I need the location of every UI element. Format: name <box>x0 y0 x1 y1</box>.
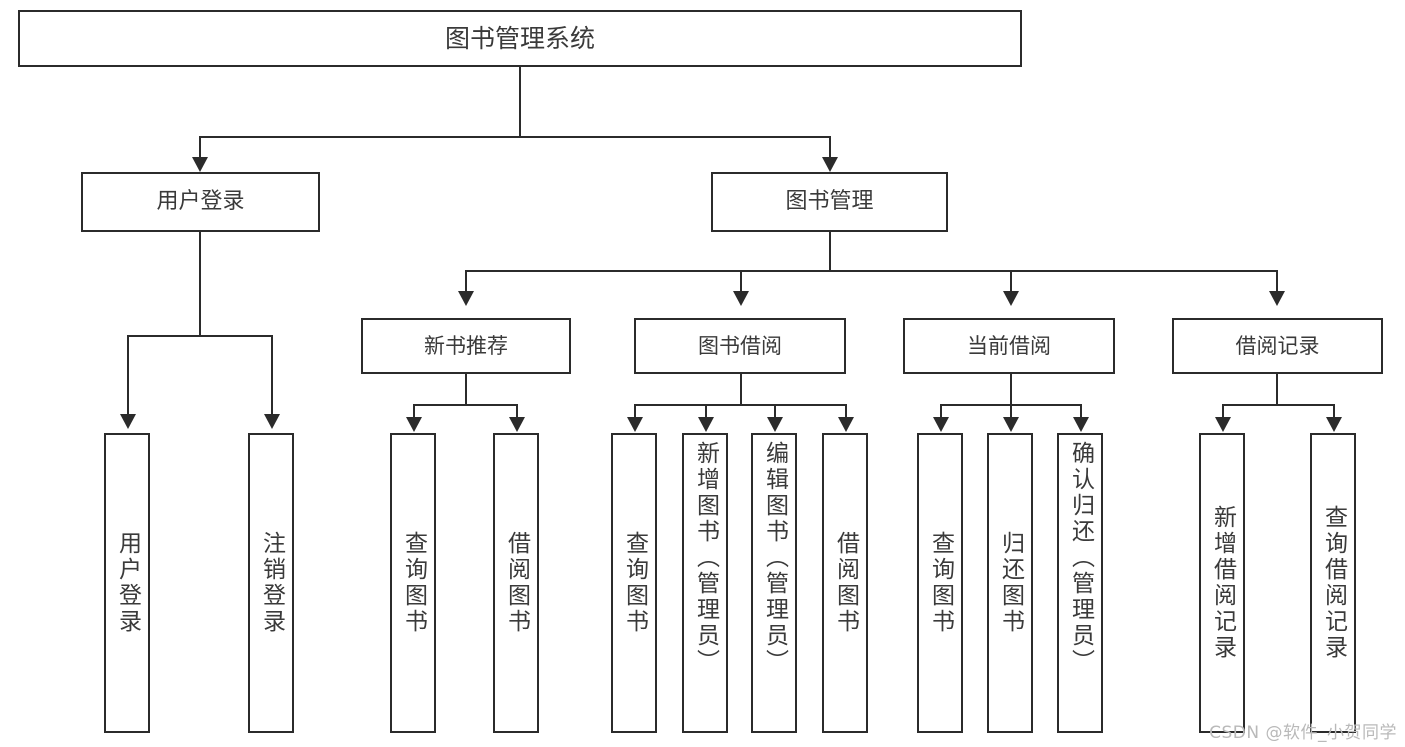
connector-root-stem <box>519 67 521 137</box>
arrow-to-borrow-records <box>1269 291 1285 306</box>
arrow-currentborrow-leaf-2 <box>1003 417 1019 432</box>
arrow-bookborrow-leaf-3 <box>767 417 783 432</box>
arrow-to-leaf-user-login <box>120 414 136 429</box>
arrow-newbook-leaf-2 <box>509 417 525 432</box>
node-current-borrow[interactable]: 当前借阅 <box>903 318 1115 374</box>
connector-root-to-l1-left <box>199 136 201 158</box>
node-new-book-recommend[interactable]: 新书推荐 <box>361 318 571 374</box>
arrow-currentborrow-leaf-3 <box>1073 417 1089 432</box>
node-label: 新增借阅记录 <box>1209 505 1236 661</box>
connector-bookborrow-drop-2 <box>705 404 707 418</box>
node-label: 当前借阅 <box>967 333 1051 358</box>
connector-bookborrow-drop-3 <box>774 404 776 418</box>
node-user-login[interactable]: 用户登录 <box>81 172 320 232</box>
connector-l2-drop-1 <box>465 270 467 292</box>
connector-user-login-drop-right <box>271 335 273 415</box>
leaf-query-borrow-record[interactable]: 查询借阅记录 <box>1310 433 1356 733</box>
connector-root-bus <box>199 136 831 138</box>
leaf-query-books-recommend[interactable]: 查询图书 <box>390 433 436 733</box>
leaf-user-login[interactable]: 用户登录 <box>104 433 150 733</box>
arrow-newbook-leaf-1 <box>406 417 422 432</box>
node-label: 借阅记录 <box>1235 333 1320 358</box>
connector-currentborrow-drop-2 <box>1010 404 1012 418</box>
arrow-borrowrecords-leaf-2 <box>1326 417 1342 432</box>
arrow-currentborrow-leaf-1 <box>933 417 949 432</box>
arrow-to-book-borrow <box>733 291 749 306</box>
connector-newbook-stem <box>465 374 467 405</box>
arrow-to-user-login <box>192 157 208 172</box>
leaf-query-books-borrow[interactable]: 查询图书 <box>611 433 657 733</box>
watermark-text: CSDN @软件_小贺同学 <box>1209 723 1397 743</box>
node-label: 图书借阅 <box>698 333 782 358</box>
leaf-edit-book-admin[interactable]: 编辑图书（管理员） <box>751 433 797 733</box>
node-borrow-records[interactable]: 借阅记录 <box>1172 318 1383 374</box>
leaf-query-books-current[interactable]: 查询图书 <box>917 433 963 733</box>
connector-bookborrow-stem <box>740 374 742 405</box>
arrow-bookborrow-leaf-4 <box>838 417 854 432</box>
node-label: 查询图书 <box>621 531 648 635</box>
connector-currentborrow-drop-1 <box>940 404 942 418</box>
leaf-add-borrow-record[interactable]: 新增借阅记录 <box>1199 433 1245 733</box>
connector-borrowrecords-bus <box>1222 404 1335 406</box>
connector-user-login-stem <box>199 232 201 336</box>
connector-bookborrow-bus <box>634 404 847 406</box>
node-label: 图书管理系统 <box>444 23 595 53</box>
connector-borrowrecords-stem <box>1276 374 1278 405</box>
connector-borrowrecords-drop-2 <box>1333 404 1335 418</box>
connector-l2-drop-4 <box>1276 270 1278 292</box>
arrow-borrowrecords-leaf-1 <box>1215 417 1231 432</box>
node-book-management[interactable]: 图书管理 <box>711 172 948 232</box>
node-label: 借阅图书 <box>503 531 530 635</box>
connector-borrowrecords-drop-1 <box>1222 404 1224 418</box>
arrow-to-book-management <box>822 157 838 172</box>
arrow-to-new-book-recommend <box>458 291 474 306</box>
connector-l2-drop-3 <box>1010 270 1012 292</box>
connector-currentborrow-drop-3 <box>1080 404 1082 418</box>
node-label: 用户登录 <box>156 189 245 215</box>
leaf-logout[interactable]: 注销登录 <box>248 433 294 733</box>
node-label: 借阅图书 <box>832 531 859 635</box>
node-label: 用户登录 <box>114 531 141 635</box>
node-label: 归还图书 <box>997 531 1024 635</box>
connector-bookborrow-drop-1 <box>634 404 636 418</box>
node-label: 注销登录 <box>258 531 285 635</box>
connector-root-to-l1-right <box>829 136 831 158</box>
leaf-borrow-books-recommend[interactable]: 借阅图书 <box>493 433 539 733</box>
connector-l2-drop-2 <box>740 270 742 292</box>
arrow-bookborrow-leaf-2 <box>698 417 714 432</box>
connector-book-mgmt-stem <box>829 232 831 271</box>
node-root-system[interactable]: 图书管理系统 <box>18 10 1022 67</box>
leaf-add-book-admin[interactable]: 新增图书（管理员） <box>682 433 728 733</box>
node-label: 新增图书（管理员） <box>692 441 719 675</box>
node-book-borrow[interactable]: 图书借阅 <box>634 318 846 374</box>
node-label: 查询图书 <box>400 531 427 635</box>
connector-user-login-drop-left <box>127 335 129 415</box>
connector-bookborrow-drop-4 <box>845 404 847 418</box>
arrow-bookborrow-leaf-1 <box>627 417 643 432</box>
connector-currentborrow-stem <box>1010 374 1012 405</box>
connector-newbook-drop-1 <box>413 404 415 418</box>
leaf-return-books[interactable]: 归还图书 <box>987 433 1033 733</box>
connector-newbook-bus <box>413 404 518 406</box>
leaf-confirm-return-admin[interactable]: 确认归还（管理员） <box>1057 433 1103 733</box>
arrow-to-leaf-logout <box>264 414 280 429</box>
connector-newbook-drop-2 <box>516 404 518 418</box>
node-label: 确认归还（管理员） <box>1067 441 1094 675</box>
node-label: 查询借阅记录 <box>1320 505 1347 661</box>
connector-user-login-bus <box>127 335 273 337</box>
node-label: 新书推荐 <box>424 333 508 358</box>
leaf-borrow-books[interactable]: 借阅图书 <box>822 433 868 733</box>
node-label: 编辑图书（管理员） <box>761 441 788 675</box>
arrow-to-current-borrow <box>1003 291 1019 306</box>
node-label: 查询图书 <box>927 531 954 635</box>
connector-book-mgmt-bus <box>465 270 1276 272</box>
node-label: 图书管理 <box>785 189 874 215</box>
